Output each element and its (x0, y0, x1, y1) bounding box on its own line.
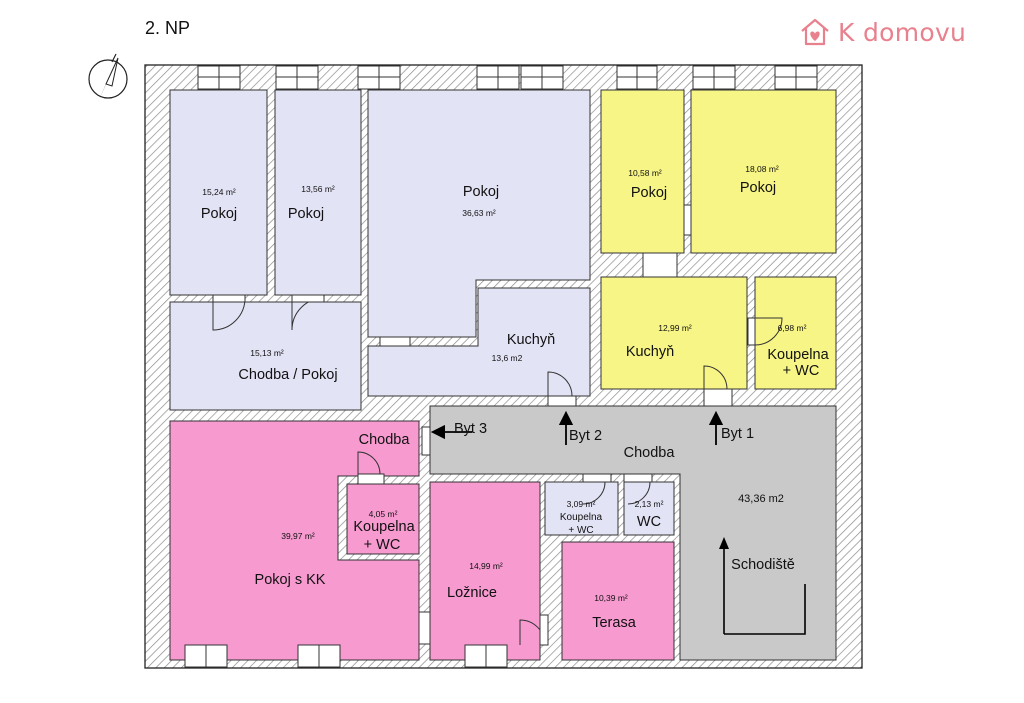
terasa-area: 10,39 m² (594, 593, 628, 603)
room-terasa (561, 541, 675, 661)
pokoj-e-label: Pokoj (740, 180, 776, 196)
floor-title: 2. NP (145, 18, 191, 38)
room-pokoj-d (600, 89, 685, 254)
house-heart-icon (801, 18, 829, 46)
windows-top (197, 65, 818, 90)
room-wc (623, 481, 675, 536)
kuchyn-a-area: 13,6 m2 (492, 353, 523, 363)
room-kuchyn-b (600, 276, 748, 390)
room-koupelna-b (346, 483, 420, 555)
pokoj-kk-area: 39,97 m² (281, 531, 315, 541)
room-loznice (429, 481, 541, 661)
room-pokoj-b (274, 89, 362, 296)
room-pokoj-e (690, 89, 837, 254)
chodba-main-label: Chodba (624, 445, 676, 461)
pokoj-c-label: Pokoj (463, 184, 499, 200)
terasa-label: Terasa (592, 615, 636, 631)
schodiste-area: 43,36 m2 (738, 493, 784, 505)
wc-label: WC (637, 514, 661, 530)
wc-area: 2,13 m² (635, 499, 664, 509)
room-kuchyn-a (367, 287, 591, 397)
entrance-byt1-label: Byt 1 (721, 426, 754, 442)
pokoj-kk-label: Pokoj s KK (255, 572, 326, 588)
entrance-arrows (430, 410, 724, 445)
entrance-byt2-label: Byt 2 (569, 428, 602, 444)
chodba-pokoj-label: Chodba / Pokoj (238, 367, 337, 383)
pokoj-b-label: Pokoj (288, 206, 324, 222)
stair-path (719, 537, 806, 635)
brand-name: K domovu (838, 17, 967, 47)
windows-bottom (184, 644, 508, 668)
kuchyn-a-label: Kuchyň (507, 332, 555, 348)
schodiste-label: Schodiště (731, 557, 795, 573)
koupelna-b-label-1: Koupelna (353, 519, 415, 535)
chodba-pokoj-area: 15,13 m² (250, 348, 284, 358)
loznice-label: Ložnice (447, 585, 497, 601)
room-pokoj-c (367, 89, 591, 338)
koupelna-c-label-1: Koupelna (560, 512, 603, 523)
room-chodba-pokoj (169, 301, 362, 411)
koupelna-b-label-2: + WC (364, 537, 401, 553)
pokoj-d-label: Pokoj (631, 185, 667, 201)
entrance-byt3-label: Byt 3 (454, 421, 487, 437)
pokoj-c-area: 36,63 m² (462, 208, 496, 218)
loznice-area: 14,99 m² (469, 561, 503, 571)
kuchyn-b-area: 12,99 m² (658, 323, 692, 333)
pokoj-a-area: 15,24 m² (202, 187, 236, 197)
chodba-small-label: Chodba (359, 432, 411, 448)
koupelna-b-area: 4,05 m² (369, 509, 398, 519)
koupelna-a-area: 6,98 m² (778, 323, 807, 333)
koupelna-c-area: 3,09 m² (567, 499, 596, 509)
room-pokoj-kk (169, 420, 420, 661)
kuchyn-b-label: Kuchyň (626, 344, 674, 360)
brand-logo[interactable]: K domovu (798, 15, 966, 49)
pokoj-d-area: 10,58 m² (628, 168, 662, 178)
koupelna-c-label-2: + WC (568, 525, 593, 536)
pokoj-b-area: 13,56 m² (301, 184, 335, 194)
koupelna-a-label-1: Koupelna (767, 347, 829, 363)
north-arrow-icon (88, 53, 128, 102)
room-koupelna-c (544, 481, 619, 536)
pokoj-a-label: Pokoj (201, 206, 237, 222)
room-pokoj-a (169, 89, 268, 296)
koupelna-a-label-2: + WC (783, 363, 820, 379)
pokoj-e-area: 18,08 m² (745, 164, 779, 174)
room-chodba-main (429, 405, 837, 661)
doors (212, 204, 783, 646)
